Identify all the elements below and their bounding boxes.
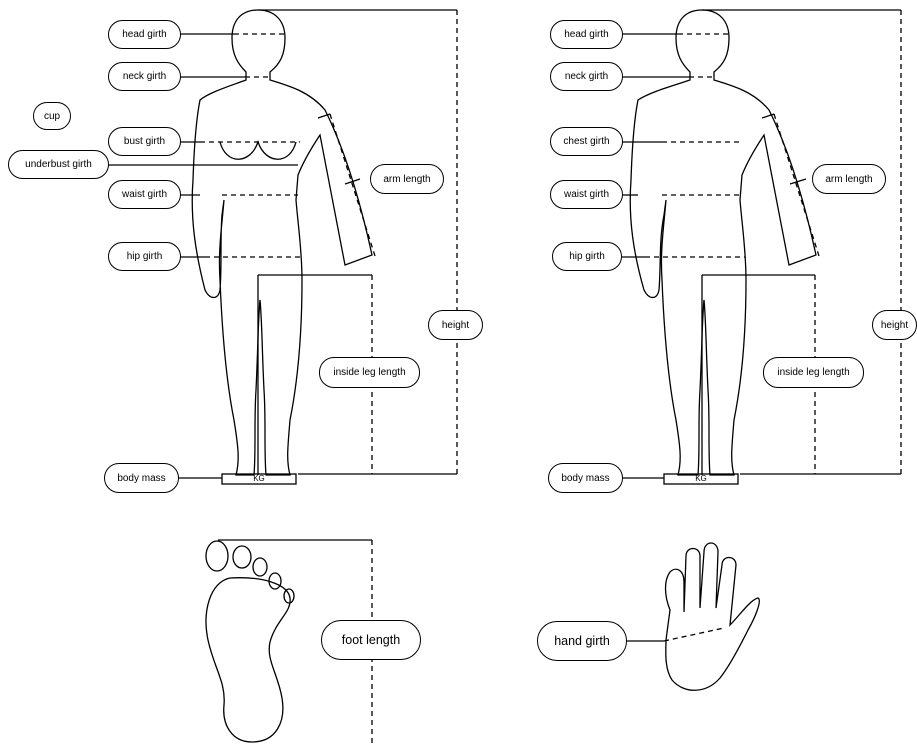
female-head-girth-label: head girth (108, 20, 181, 49)
male-hip-girth-label: hip girth (552, 242, 622, 271)
male-figure (622, 10, 901, 484)
hand-outline (666, 543, 760, 690)
female-cup-label: cup (33, 102, 71, 130)
male-head-girth-label: head girth (550, 20, 623, 49)
female-body-outline (192, 10, 372, 475)
female-body-mass-label: body mass (104, 463, 179, 493)
male-inside-leg-length-label: inside leg length (763, 357, 864, 388)
male-waist-girth-label: waist girth (550, 180, 623, 209)
big-toe (206, 541, 228, 571)
male-arm-length-label: arm length (812, 164, 886, 194)
hand-drawing (626, 543, 759, 690)
female-height-label: height (428, 310, 483, 340)
female-underbust-girth-label: underbust girth (8, 150, 109, 179)
foot-sole (206, 578, 290, 742)
female-hip-girth-label: hip girth (108, 242, 181, 271)
female-scale-label: KG (222, 474, 296, 483)
male-scale-label: KG (664, 474, 738, 483)
female-inside-leg-length-label: inside leg length (319, 357, 420, 388)
female-bust-girth-label: bust girth (108, 127, 181, 156)
male-body-mass-label: body mass (548, 463, 623, 493)
female-arm-length-label: arm length (370, 164, 444, 194)
male-height-label: height (872, 310, 917, 340)
female-waist-girth-label: waist girth (108, 180, 181, 209)
hand-girth-label: hand girth (537, 621, 627, 661)
male-body-outline (630, 10, 816, 475)
male-neck-girth-label: neck girth (550, 62, 623, 91)
male-chest-girth-label: chest girth (550, 127, 623, 156)
female-neck-girth-label: neck girth (108, 62, 181, 91)
foot-length-label: foot length (321, 620, 421, 660)
